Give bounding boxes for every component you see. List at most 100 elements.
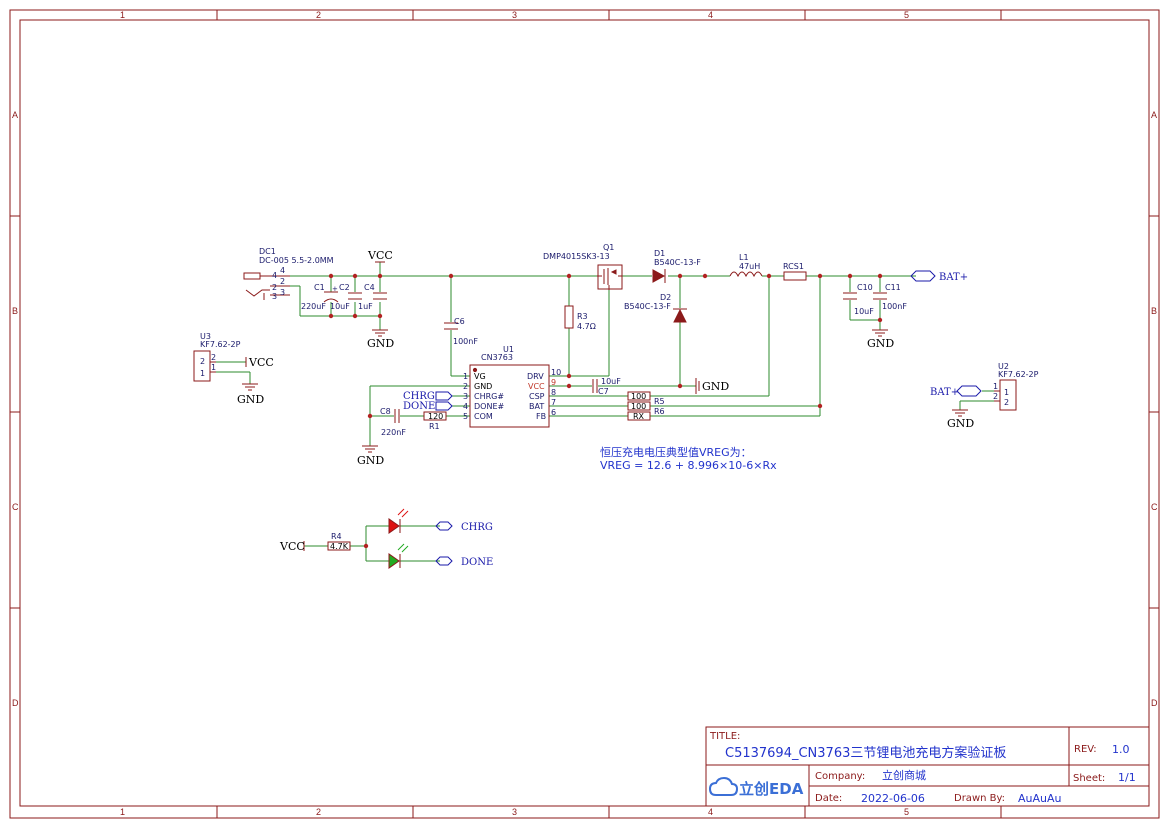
d2-value: B540C-13-F: [624, 302, 671, 311]
resistor-rx: RX: [627, 411, 651, 421]
c2-ref: C2: [339, 283, 350, 292]
vcc-label-top: VCC: [367, 249, 393, 262]
c1-ref: C1: [314, 283, 325, 292]
gnd-symbol-u3: GND: [237, 383, 264, 406]
dc1-pin-2-a: 2: [272, 283, 277, 292]
resistor-rcs1: RCS1: [783, 262, 807, 281]
u2-pin-1-inner: 1: [1004, 388, 1009, 397]
zone-row-a-left: A: [12, 110, 18, 120]
r1-ref: R1: [429, 422, 440, 431]
rev-label: REV:: [1074, 744, 1097, 755]
l1-value: 47uH: [739, 262, 760, 271]
u1-pin-8-num: 8: [551, 388, 556, 397]
u1-pin-5-name: COM: [474, 412, 493, 421]
drawn-by-value: AuAuAu: [1018, 792, 1062, 805]
date-value: 2022-06-06: [861, 792, 925, 805]
u2-pin-1-outer: 1: [993, 382, 998, 391]
u1-pin-2-name: GND: [474, 382, 492, 391]
u1-pin-5-num: 5: [463, 412, 468, 421]
u1-ref: U1: [503, 345, 514, 354]
u3-pin-2-outer: 2: [211, 353, 216, 362]
chrg-port-led: CHRG: [435, 521, 493, 533]
c1-value: 220uF: [301, 302, 326, 311]
zone-row-d-left: D: [12, 698, 19, 708]
u1-value: CN3763: [481, 353, 513, 362]
vcc-flag-led: VCC: [279, 540, 305, 553]
chrg-label-u1: CHRG: [403, 391, 435, 402]
dc1-pin-4-b: 4: [280, 266, 285, 275]
c6-ref: C6: [454, 317, 465, 326]
zone-col-2-bottom: 2: [316, 807, 321, 817]
capacitor-c10: C10 10uF: [843, 283, 874, 316]
r1-value: 120: [428, 412, 443, 421]
d1-ref: D1: [654, 249, 665, 258]
c10-value: 10uF: [854, 307, 874, 316]
c7-value: 10uF: [601, 377, 621, 386]
svg-text:+: +: [332, 285, 338, 293]
gnd-label-right: GND: [702, 380, 729, 393]
c2-value: 10uF: [330, 302, 350, 311]
resistor-r4: 4.7K R4: [327, 532, 351, 551]
r3-ref: R3: [577, 312, 588, 321]
capacitor-c1: + C1 220uF: [301, 283, 339, 311]
zone-col-3-top: 3: [512, 10, 517, 20]
drawing-frame: [9, 9, 1160, 819]
r4-ref: R4: [331, 532, 342, 541]
ic-u1: U1 CN3763 1 VG 2 GND 3 CHRG# 4 DONE# 5 C…: [463, 345, 561, 428]
vcc-label-led: VCC: [279, 540, 305, 553]
u2-pin-2-outer: 2: [993, 392, 998, 401]
lceda-logo: 立创EDA: [708, 776, 804, 798]
rx-value: RX: [633, 412, 645, 421]
u3-pin-1-outer: 1: [211, 363, 216, 372]
zone-row-b-right: B: [1151, 306, 1157, 316]
u1-pin-4-name: DONE#: [474, 402, 504, 411]
u1-pin-2-num: 2: [463, 382, 468, 391]
zone-row-c-right: C: [1151, 502, 1158, 512]
u1-pin-7-num: 7: [551, 398, 556, 407]
gnd-label-u2: GND: [947, 417, 974, 430]
dc1-pin-2-b: 2: [280, 277, 285, 286]
u1-pin-6-num: 6: [551, 408, 556, 417]
led-green: [388, 543, 409, 569]
gnd-symbol-1: GND: [367, 329, 394, 350]
title-label: TITLE:: [709, 731, 740, 742]
r6-ref: R6: [654, 407, 665, 416]
zone-col-2-top: 2: [316, 10, 321, 20]
gnd-symbol-right: GND: [695, 378, 729, 394]
u1-pin-8-name: CSP: [529, 392, 545, 401]
vreg-note-line-1: 恒压充电电压典型值VREG为：: [600, 445, 752, 459]
r3-value: 4.7Ω: [577, 322, 596, 331]
zone-col-3-bottom: 3: [512, 807, 517, 817]
zone-col-5-bottom: 5: [904, 807, 909, 817]
bat-plus-label-top: BAT+: [939, 272, 968, 283]
title-block: TITLE: C5137694_CN3763三节锂电池充电方案验证板 REV: …: [705, 726, 1150, 807]
connector-u2: U2 KF7.62-2P 1 2 1 2: [993, 362, 1039, 411]
connector-u3: U3 KF7.62-2P 2 1 2 1 VCC: [193, 332, 274, 382]
u2-pin-2-inner: 2: [1004, 398, 1009, 407]
led-red: [388, 508, 409, 534]
inductor-l1: L1 47uH: [729, 253, 763, 278]
capacitor-c11: C11 100nF: [873, 283, 907, 311]
r4-value: 4.7K: [330, 542, 349, 551]
gnd-label-left: GND: [357, 454, 384, 467]
gnd-label-2: GND: [867, 337, 894, 350]
u1-pin-3-num: 3: [463, 392, 468, 401]
zone-col-1-top: 1: [120, 10, 125, 20]
c8-ref: C8: [380, 407, 391, 416]
u3-ref: U3: [200, 332, 211, 341]
company-label: Company:: [815, 771, 865, 782]
resistor-r3: R3 4.7Ω: [564, 305, 596, 331]
dc1-ref: DC1: [259, 247, 276, 256]
c11-ref: C11: [885, 283, 901, 292]
u1-pin-1-num: 1: [463, 372, 468, 381]
bat-plus-label-u2: BAT+: [930, 387, 959, 398]
c8-value: 220nF: [381, 428, 406, 437]
u1-pin-1-name: VG: [474, 372, 486, 381]
capacitor-c6: C6 100nF: [444, 317, 478, 346]
zone-col-4-bottom: 4: [708, 807, 713, 817]
gnd-symbol-2: GND: [867, 329, 894, 350]
done-port-u1: DONE: [403, 401, 453, 412]
l1-ref: L1: [739, 253, 749, 262]
u1-pin-7-name: BAT: [529, 402, 544, 411]
junctions: [328, 273, 883, 549]
